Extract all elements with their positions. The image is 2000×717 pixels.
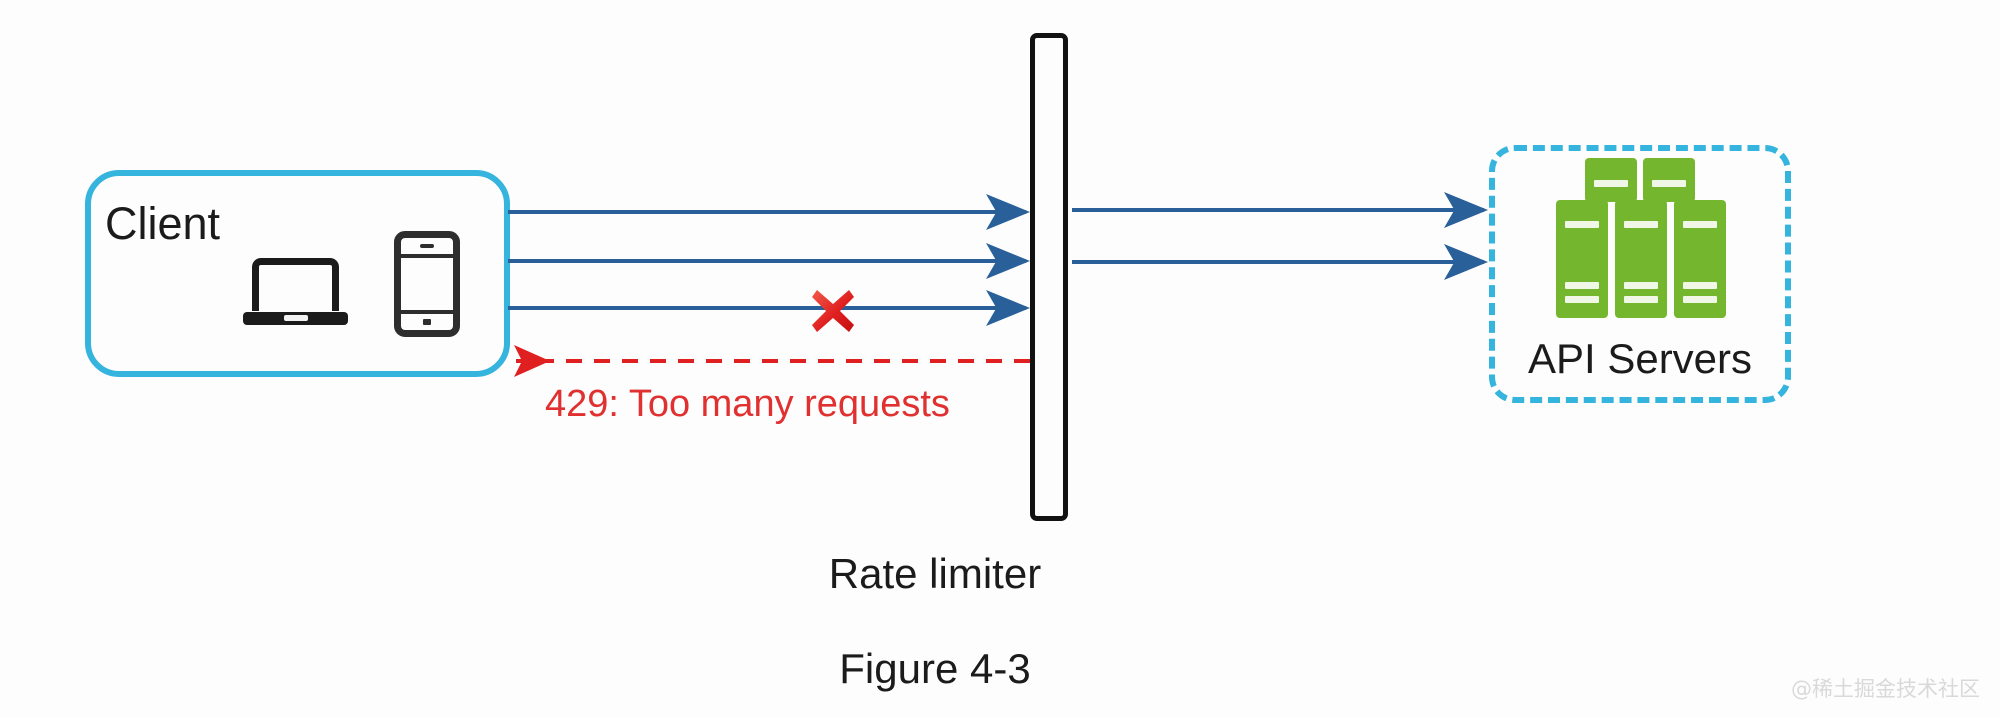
laptop-icon bbox=[243, 258, 348, 330]
phone-speaker bbox=[420, 244, 434, 248]
server-led-bar bbox=[1683, 296, 1717, 303]
server-led-bar bbox=[1594, 180, 1628, 187]
laptop-notch bbox=[284, 315, 308, 321]
api-servers-label: API Servers bbox=[1527, 335, 1753, 382]
phone-bezel-bottom bbox=[401, 310, 453, 314]
server-led-bar bbox=[1565, 282, 1599, 289]
server-led-bar bbox=[1624, 296, 1658, 303]
server-stack-icon bbox=[1555, 158, 1729, 318]
client-label: Client bbox=[105, 198, 221, 249]
server-led-bar bbox=[1683, 221, 1717, 228]
server-unit-top-right bbox=[1643, 158, 1695, 202]
rate-limiter-bar bbox=[1030, 33, 1068, 521]
laptop-screen bbox=[252, 258, 339, 311]
rate-limiter-label-text: Rate limiter bbox=[828, 550, 1042, 597]
server-unit-1 bbox=[1556, 200, 1608, 318]
server-led-bar bbox=[1565, 221, 1599, 228]
server-led-bar bbox=[1624, 282, 1658, 289]
figure-caption-text: Figure 4-3 bbox=[839, 645, 1031, 692]
rate-limiter-label: Rate limiter bbox=[0, 550, 2000, 598]
server-unit-top-left bbox=[1585, 158, 1637, 202]
watermark: @稀土掘金技术社区 bbox=[1791, 677, 1980, 701]
red-x-icon bbox=[812, 290, 854, 332]
api-servers-box bbox=[1489, 145, 1791, 403]
server-led-bar bbox=[1565, 296, 1599, 303]
figure-caption: Figure 4-3 bbox=[0, 645, 2000, 693]
phone-bezel-top bbox=[401, 254, 453, 258]
server-led-bar bbox=[1683, 282, 1717, 289]
phone-home-button bbox=[423, 319, 431, 325]
server-unit-3 bbox=[1674, 200, 1726, 318]
rate-limit-error-text: 429: Too many requests bbox=[545, 383, 950, 425]
phone-icon bbox=[394, 231, 460, 337]
server-unit-2 bbox=[1615, 200, 1667, 318]
server-led-bar bbox=[1652, 180, 1686, 187]
server-led-bar bbox=[1624, 221, 1658, 228]
